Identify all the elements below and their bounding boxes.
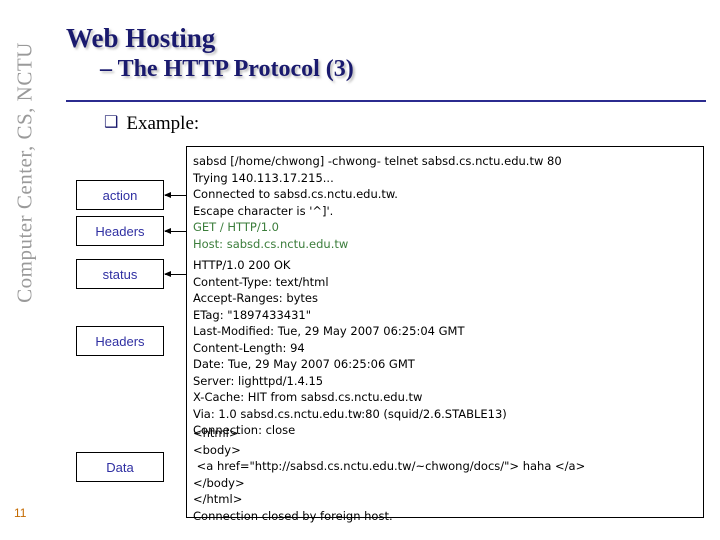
page-number: 11 [14, 506, 27, 520]
code-get-block: GET / HTTP/1.0 Host: sabsd.cs.nctu.edu.t… [193, 220, 349, 251]
arrow-status [164, 271, 187, 277]
page-title-line1: Web Hosting [66, 23, 216, 53]
arrow-headers-request [164, 228, 187, 234]
code-request-block: sabsd [/home/chwong] -chwong- telnet sab… [193, 154, 562, 218]
code-body-block: <html> <body> <a href="http://sabsd.cs.n… [193, 426, 586, 523]
label-box-action: action [76, 180, 164, 210]
code-response-block: HTTP/1.0 200 OK Content-Type: text/html … [193, 258, 507, 437]
sidebar-label-text: Computer Center, CS, NCTU [12, 42, 37, 303]
label-box-status-text: status [102, 266, 138, 282]
page-title-line2: – The HTTP Protocol (3) [100, 56, 354, 82]
page-title: Web Hosting – The HTTP Protocol (3) [66, 22, 706, 84]
label-box-headers-request: Headers [76, 216, 164, 246]
bullet-square-icon: ❑ [104, 112, 119, 131]
title-divider [66, 100, 706, 102]
label-box-data-text: Data [106, 459, 134, 475]
arrow-action [164, 192, 187, 198]
label-box-data: Data [76, 452, 164, 482]
label-box-headers-response: Headers [76, 326, 164, 356]
label-box-headers-response-text: Headers [95, 333, 145, 349]
bullet-example-text: Example: [126, 113, 200, 134]
label-box-status: status [76, 259, 164, 289]
code-output-panel: sabsd [/home/chwong] -chwong- telnet sab… [186, 146, 704, 523]
bullet-example: ❑ Example: [104, 112, 199, 135]
sidebar-vertical-label: Computer Center, CS, NCTU [0, 0, 46, 540]
label-box-action-text: action [102, 187, 138, 203]
label-box-headers-request-text: Headers [95, 223, 145, 239]
